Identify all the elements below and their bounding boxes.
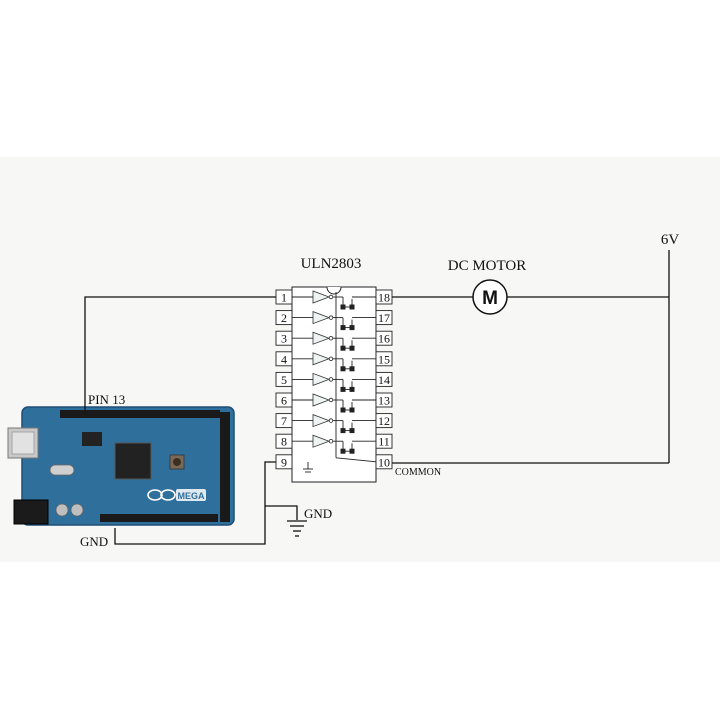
chip-pin-number: 18: [378, 291, 390, 305]
chip-pin-box: [375, 392, 393, 408]
driver-channel: [292, 352, 376, 372]
chip-internals: [292, 290, 377, 463]
dc-motor: M: [472, 279, 508, 315]
chip-pin-number: 13: [378, 394, 390, 408]
chip-pin-number: 4: [281, 352, 287, 366]
chip-pin-box: [275, 433, 293, 449]
chip-notch: [326, 286, 342, 295]
chip-pin-number: 12: [378, 414, 390, 428]
motor-title: DC MOTOR: [448, 258, 527, 274]
chip-pin-number: 16: [378, 332, 390, 346]
arduino-pin-label: PIN 13: [88, 392, 125, 407]
driver-channel: [292, 311, 376, 331]
chip-pin-number: 10: [378, 455, 390, 469]
buffer-triangle: [312, 311, 331, 325]
chip-pin-box: [275, 413, 293, 429]
chip-pin-number: 2: [281, 311, 287, 325]
driver-channel: [292, 372, 376, 392]
chip-pin-box: [375, 351, 393, 367]
chip-pin-box: [275, 310, 293, 326]
uln2803-chip: [291, 286, 377, 483]
buffer-triangle: [312, 352, 331, 366]
chip-pin-box: [375, 413, 393, 429]
arduino-gnd-label: GND: [80, 534, 108, 549]
buffer-triangle: [312, 372, 331, 386]
ground-symbol: [287, 520, 307, 537]
wire-gnd-to-pin9: [114, 461, 280, 545]
chip-left-pins: 1 2 3 4 5 6 7 8 9: [275, 289, 293, 470]
chip-ground-mark: [303, 462, 313, 473]
chip-pin-number: 17: [378, 311, 390, 325]
buffer-triangle: [312, 331, 331, 345]
chip-pin-number: 15: [378, 352, 390, 366]
driver-channel: [292, 414, 376, 434]
chip-right-pins: 18 17 16 15 14 13 12 11 10: [375, 289, 393, 470]
chip-pin-box: [375, 371, 393, 387]
arduino-mega-board: MEGA: [7, 406, 235, 526]
buffer-triangle: [312, 290, 331, 304]
chip-pin-box: [375, 454, 393, 470]
chip-pin-number: 6: [281, 394, 287, 408]
chip-pin-box: [275, 392, 293, 408]
chip-pin-number: 11: [378, 435, 390, 449]
driver-channel: [292, 393, 376, 413]
wires: [84, 250, 670, 545]
chip-pin-box: [275, 351, 293, 367]
wire-to-ground: [265, 505, 298, 520]
buffer-triangle: [312, 393, 331, 407]
chip-pin-number: 8: [281, 435, 287, 449]
chip-pin-number: 5: [281, 373, 287, 387]
driver-channel: [292, 434, 376, 454]
board-brand-label: MEGA: [178, 491, 206, 501]
wire-pin13-to-input1: [84, 296, 280, 410]
chip-pin-box: [375, 310, 393, 326]
ground-label: GND: [304, 506, 332, 521]
common-label: COMMON: [395, 467, 441, 478]
buffer-triangle: [312, 434, 331, 448]
chip-pin-number: 1: [281, 291, 287, 305]
chip-pin-box: [375, 289, 393, 305]
chip-body: [291, 286, 377, 483]
chip-pin-number: 3: [281, 332, 287, 346]
chip-pin-number: 9: [281, 455, 287, 469]
chip-pin-box: [275, 371, 293, 387]
chip-pin-number: 14: [378, 373, 390, 387]
buffer-triangle: [312, 414, 331, 428]
chip-pin-box: [275, 289, 293, 305]
chip-pin-box: [375, 433, 393, 449]
supply-voltage-label: 6V: [661, 232, 680, 248]
chip-pin-box: [375, 330, 393, 346]
chip-pin-number: 7: [281, 414, 287, 428]
chip-pin-box: [275, 454, 293, 470]
motor-circle: [472, 279, 508, 315]
chip-title: ULN2803: [301, 256, 362, 272]
chip-pin-box: [275, 330, 293, 346]
motor-symbol: M: [482, 288, 498, 309]
driver-channel: [292, 331, 376, 351]
driver-channel: [292, 290, 376, 310]
